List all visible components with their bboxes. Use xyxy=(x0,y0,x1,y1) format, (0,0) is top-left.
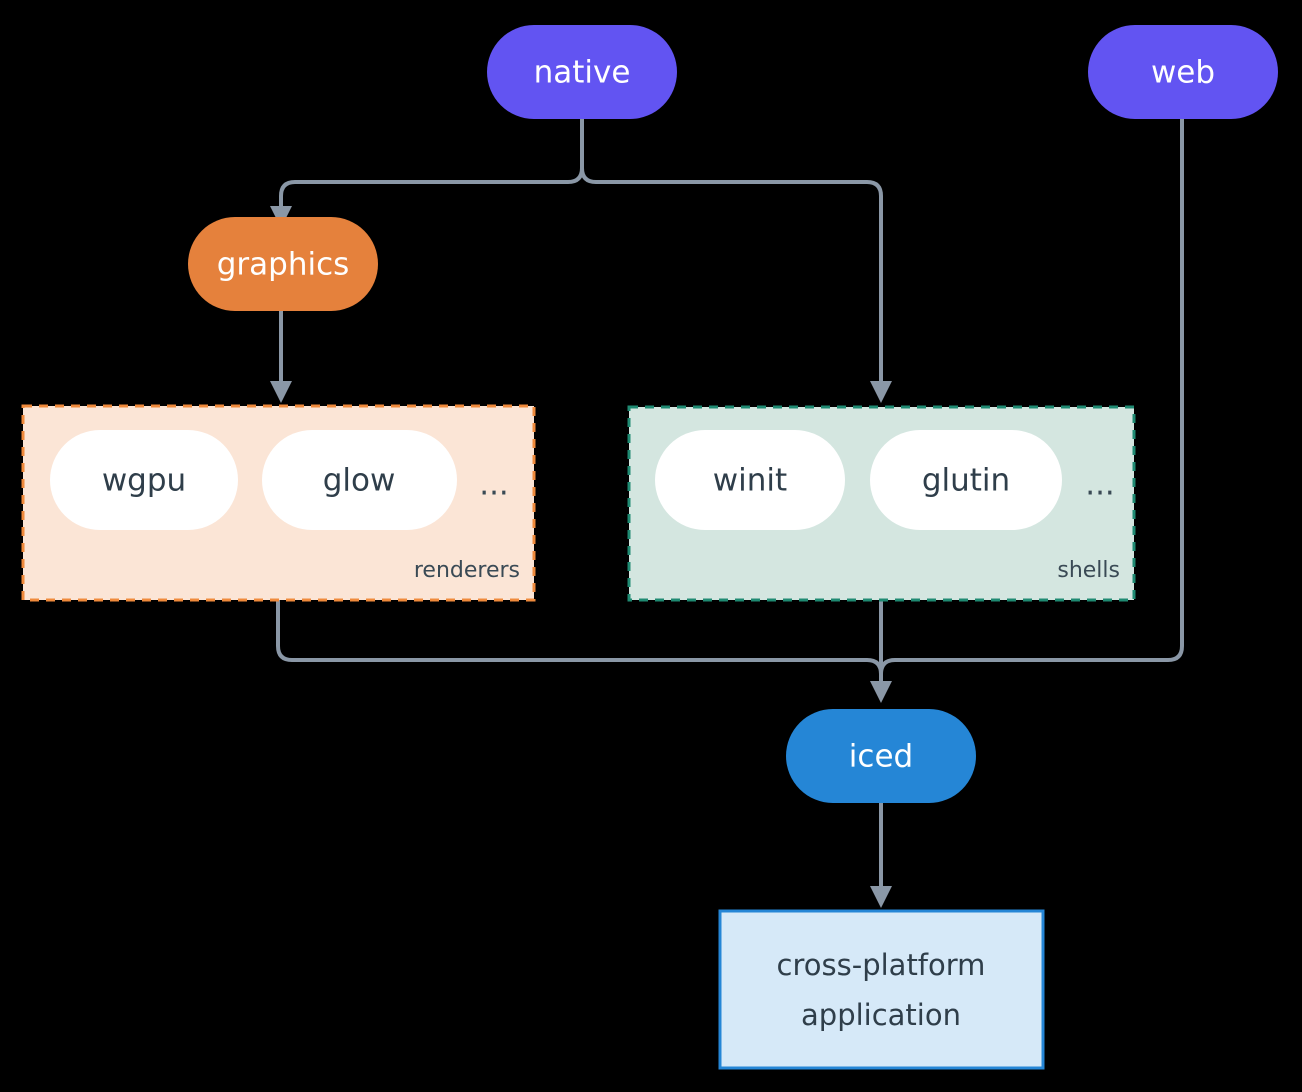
edge-renderers-to-iced xyxy=(276,600,883,688)
renderers-item-wgpu[interactable] xyxy=(50,430,238,530)
edges-layer xyxy=(270,119,1184,908)
renderers-caption: renderers xyxy=(414,558,520,583)
shells-item-glutin[interactable] xyxy=(870,430,1062,530)
shells-ellipsis: ... xyxy=(1085,467,1115,503)
node-native[interactable]: native xyxy=(487,25,677,119)
group-shells: winit glutin ... shells xyxy=(627,405,1136,602)
edge-native-to-graphics xyxy=(279,119,584,213)
node-graphics[interactable]: graphics xyxy=(188,217,378,311)
node-application-label-line-1: cross-platform xyxy=(777,948,986,982)
node-application-label-line-2: application xyxy=(801,998,961,1032)
node-iced-shape[interactable] xyxy=(786,709,976,803)
shells-caption: shells xyxy=(1057,558,1120,583)
shells-item-winit-label: winit xyxy=(713,463,787,499)
node-native-shape[interactable] xyxy=(487,25,677,119)
node-native-label: native xyxy=(534,55,631,91)
edge-web-to-iced xyxy=(879,119,1184,688)
renderers-item-wgpu-label: wgpu xyxy=(102,463,186,499)
arrowhead-iced xyxy=(870,681,892,703)
group-renderers: wgpu glow ... renderers xyxy=(21,404,536,602)
node-graphics-label: graphics xyxy=(217,247,350,283)
renderers-item-glow-label: glow xyxy=(323,463,396,499)
node-iced-label: iced xyxy=(849,739,913,775)
renderers-item-glow[interactable] xyxy=(262,430,457,530)
arrowhead-application xyxy=(870,886,892,908)
node-application[interactable]: cross-platform application xyxy=(718,909,1045,1070)
node-application-shape[interactable] xyxy=(718,909,1045,1070)
shells-item-winit[interactable] xyxy=(655,430,845,530)
node-web-shape[interactable] xyxy=(1088,25,1278,119)
edge-native-to-shells xyxy=(580,119,883,388)
renderers-ellipsis: ... xyxy=(479,467,509,503)
node-web-label: web xyxy=(1151,55,1215,91)
arrowhead-renderers xyxy=(270,381,292,403)
node-web[interactable]: web xyxy=(1088,25,1278,119)
node-graphics-shape[interactable] xyxy=(188,217,378,311)
node-iced[interactable]: iced xyxy=(786,709,976,803)
arrowhead-shells xyxy=(870,381,892,403)
shells-item-glutin-label: glutin xyxy=(922,463,1010,499)
